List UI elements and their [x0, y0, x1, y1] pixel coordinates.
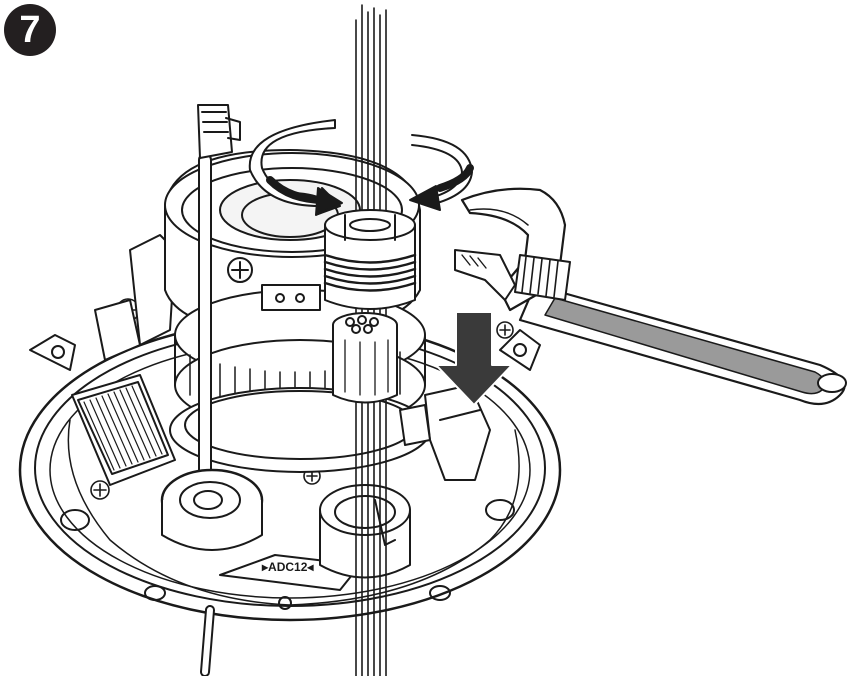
screw-icon: [90, 480, 110, 500]
step-number-badge: 7: [4, 4, 56, 56]
wrench-icon: [454, 187, 847, 406]
step-number: 7: [19, 9, 41, 51]
screw-icon: [496, 321, 514, 339]
rotate-arrow-icon: [409, 134, 474, 211]
right-cable-gland: [319, 484, 411, 579]
ethernet-cable: [197, 104, 241, 676]
left-cable-gland: [160, 468, 264, 551]
gland-nut: [323, 209, 417, 310]
rotate-arrow-icon: [248, 119, 343, 216]
seal-insert: [332, 312, 398, 404]
down-arrow-icon: [435, 311, 513, 406]
model-label: ▸ADC12◂: [261, 560, 314, 574]
right-bracket: [399, 384, 491, 481]
screw-icon: [227, 257, 253, 283]
ethernet-connector-icon: [197, 104, 241, 159]
terminal-block: [71, 374, 176, 486]
